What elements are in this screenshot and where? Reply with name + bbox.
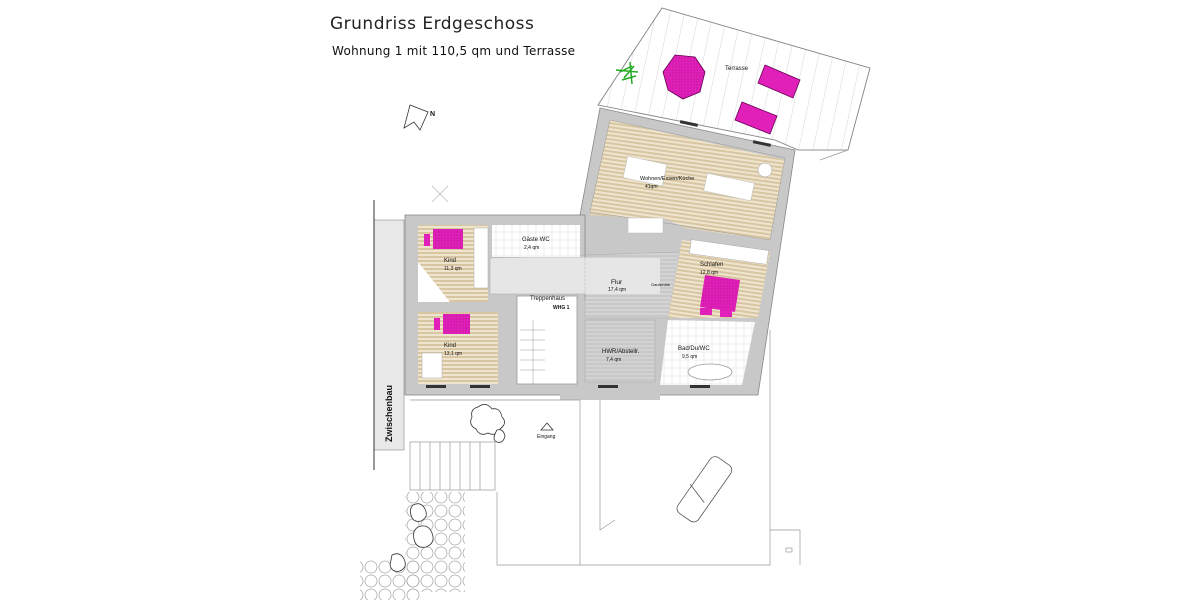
umbrella-icon [662,54,706,100]
bed-schlafen-icon [700,275,740,312]
room-living-name: Wohnen/Essen/Küche [640,176,694,182]
room-labels: Wohnen/Essen/Küche 41qm Gäste WC 2,4 qm … [444,176,723,363]
building [404,107,796,400]
room-schlafen-area: 12,8 qm [700,270,718,276]
bed-kind1-icon [433,229,463,249]
room-guestwc-area: 2,4 qm [524,245,539,251]
x-marker-icon [431,185,449,203]
room-stair-unit: WHG 1 [553,305,570,311]
lounger-icon [734,64,801,135]
terrace: Terrasse [597,7,871,161]
plan-title: Grundriss Erdgeschoss [330,14,535,34]
room-flur-name: Flur [611,279,623,286]
room-bad-name: Bad/Du/WC [678,346,710,352]
north-arrow-icon: N [403,104,435,131]
garderobe-label: Garderobe [651,282,671,287]
entrance-marker: Eingang [537,422,556,440]
room-living-area: 41qm [645,184,658,190]
zwischenbau: Zwischenbau [373,200,405,470]
room-kind2-area: 13,1 qm [444,351,462,357]
room-kind2-name: Kind [444,343,456,349]
terrace-label: Terrasse [725,66,749,72]
room-kind1-area: 11,3 qm [444,266,462,272]
room-bad-area: 9,5 qm [682,354,697,360]
plan-subtitle: Wohnung 1 mit 110,5 qm und Terrasse [332,44,576,58]
plant-icon [615,61,639,85]
svg-text:Eingang: Eingang [537,434,556,440]
car-icon [676,456,733,523]
room-kind1-name: Kind [444,258,456,264]
room-stair-name: Treppenhaus [530,296,565,302]
room-hwr-name: HWR/Abstellr. [602,349,640,355]
svg-text:N: N [430,111,435,118]
room-schlafen-name: Schlafen [700,262,723,268]
room-flur-area: 17,4 qm [608,287,626,293]
room-hwr-area: 7,4 qm [606,357,621,363]
zwischenbau-label: Zwischenbau [384,385,394,442]
bed-kind2-icon [443,314,470,334]
tree-icon [389,404,506,572]
room-guestwc-name: Gäste WC [522,237,550,243]
